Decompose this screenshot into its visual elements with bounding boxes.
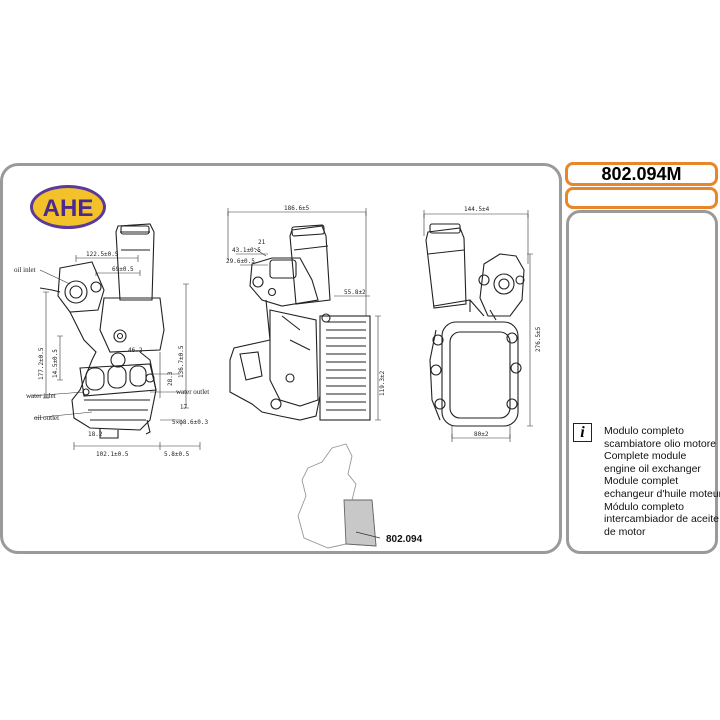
description-line: scambiatore olio motore xyxy=(604,437,717,450)
description: Modulo completo scambiatore olio motore … xyxy=(604,425,720,538)
part-number: 802.094M xyxy=(601,164,682,184)
dim-102: 102.1±0.5 xyxy=(96,451,129,458)
dim-21: 21 xyxy=(258,239,266,246)
dim-136: 136.7±0.5 xyxy=(178,345,185,378)
dim-55: 55.8±2 xyxy=(344,289,366,296)
dim-58: 5.8±0.5 xyxy=(164,451,190,458)
location-map xyxy=(297,443,381,549)
label-oil-inlet: oil inlet xyxy=(14,266,36,274)
dim-43: 43.1±0.5 xyxy=(232,247,261,254)
dim-186: 186.6±5 xyxy=(284,205,310,212)
ahe-logo: AHE xyxy=(30,185,106,229)
dim-276: 276.5±5 xyxy=(535,326,542,352)
description-line: Módulo completo xyxy=(604,500,684,513)
label-water-inlet: water inlet xyxy=(26,392,56,400)
front-view xyxy=(39,223,165,439)
description-line: Complete module xyxy=(604,450,687,463)
description-line: engine oil exchanger xyxy=(604,462,701,475)
label-oil-outlet: oil outlet xyxy=(34,414,59,422)
dim-29: 29.6±0.5 xyxy=(226,258,255,265)
label-water-outlet: water outlet xyxy=(176,388,209,396)
info-icon: i xyxy=(573,423,592,442)
dim-144: 144.5±4 xyxy=(464,206,490,213)
dim-5: 5✕φ8.6±0.3 xyxy=(172,419,209,426)
dim-69: 69±0.5 xyxy=(112,266,134,273)
dim-28: 28.3 xyxy=(167,371,174,386)
dim-46: 46.2 xyxy=(128,347,143,354)
dim-18: 18.2 xyxy=(88,431,103,438)
secondary-code-box xyxy=(565,187,718,209)
dim-177: 177.2±0.5 xyxy=(38,347,45,380)
label-17: 17 xyxy=(180,403,188,411)
description-panel xyxy=(566,210,718,554)
rear-view-dimensions xyxy=(423,210,533,442)
description-line: Module complet xyxy=(604,475,679,488)
rear-view xyxy=(425,223,525,427)
logo-text: AHE xyxy=(43,195,94,222)
dim-14: 14.5±0.5 xyxy=(52,349,59,378)
description-line: intercambiador de aceite xyxy=(604,513,719,526)
drawing-panel xyxy=(0,163,562,554)
dim-122: 122.5±0.5 xyxy=(86,251,119,258)
part-number-box: 802.094M xyxy=(565,162,718,186)
dim-80: 80±2 xyxy=(474,431,489,438)
front-view-dimensions xyxy=(29,255,201,450)
side-view-dimensions xyxy=(227,208,381,421)
dim-119: 119.3±2 xyxy=(379,370,386,396)
description-line: echangeur d'huile moteur xyxy=(604,487,720,500)
description-line: Modulo completo xyxy=(604,425,684,437)
side-view xyxy=(229,224,371,421)
description-line: de motor xyxy=(604,525,646,538)
location-reference: 802.094 xyxy=(386,534,423,545)
